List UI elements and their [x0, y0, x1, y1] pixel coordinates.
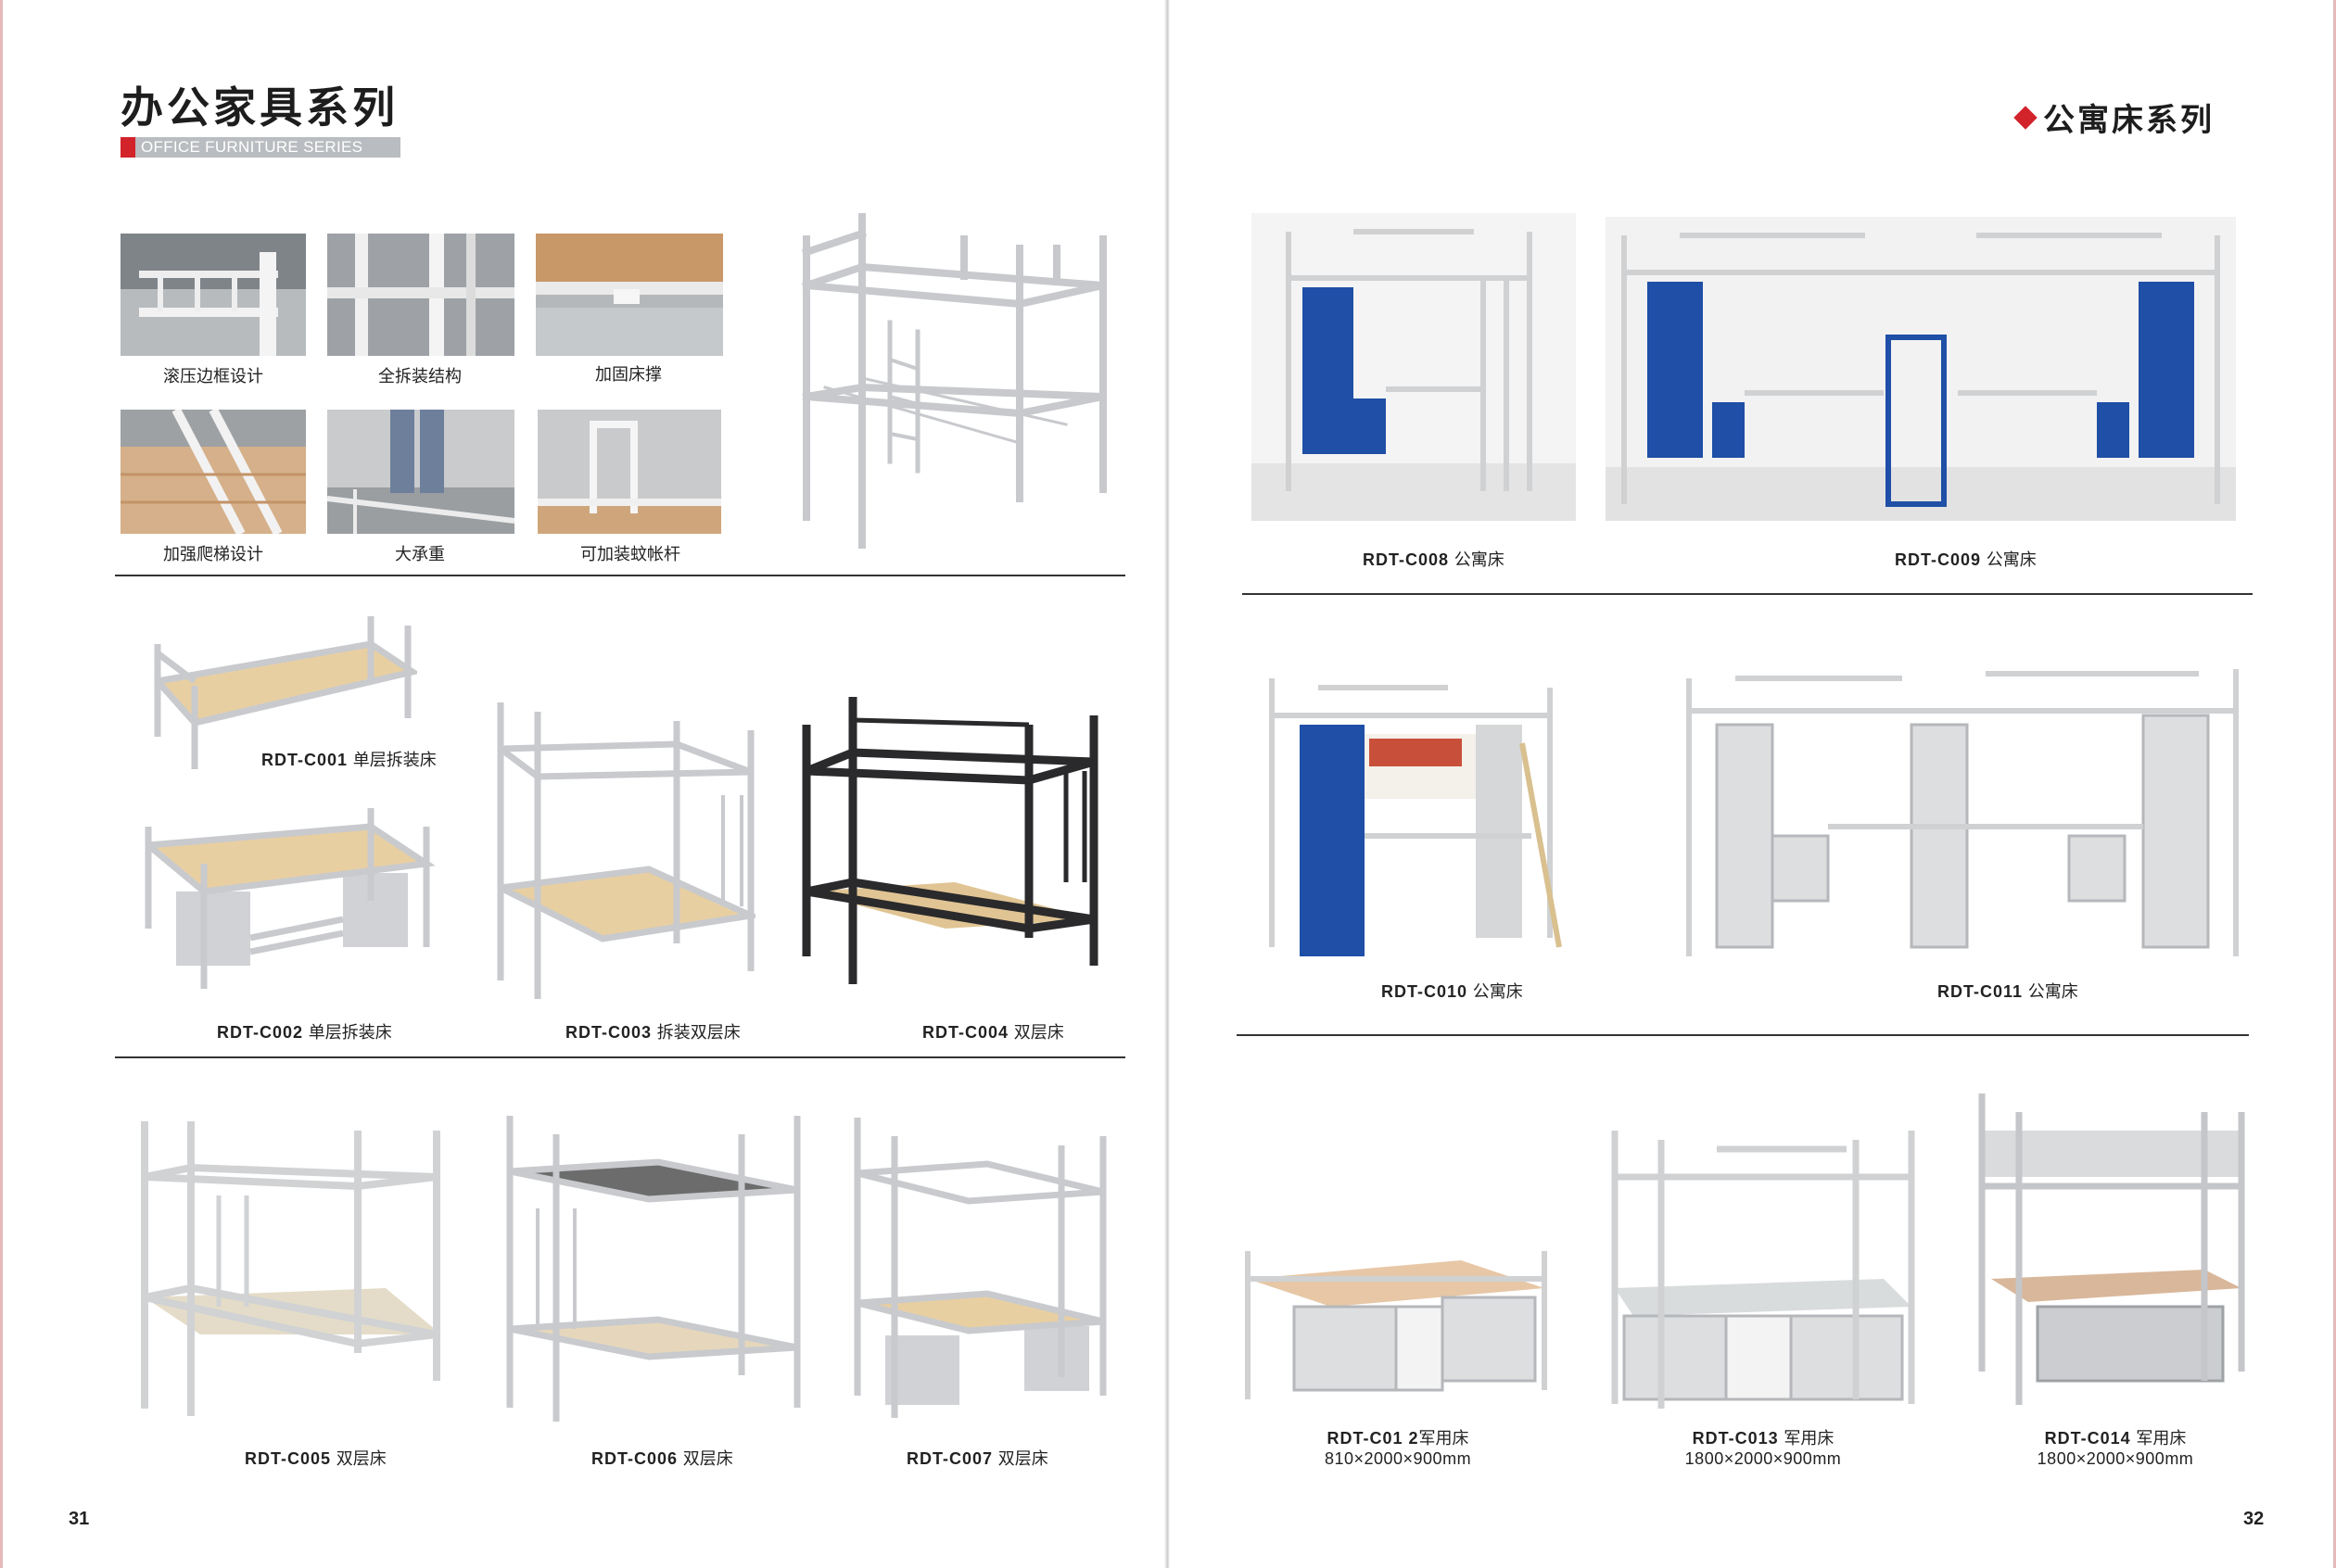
product-dimensions: 810×2000×900mm: [1324, 1449, 1472, 1468]
product-label: RDT-C011 公寓床: [1937, 982, 2078, 1002]
section-divider: [1237, 1034, 2249, 1036]
product-label: RDT-C005 双层床: [245, 1449, 387, 1469]
right-page: 公寓床系列 RDT-C008 公寓床 RDT-C009 公寓床: [1170, 0, 2336, 1568]
feature-label: 加强爬梯设计: [163, 545, 263, 564]
product-image: [1606, 1131, 1921, 1409]
feature-photo: [538, 410, 721, 534]
product-image: [1263, 669, 1568, 967]
product-image: [797, 697, 1103, 984]
page-edge: [2333, 0, 2336, 1568]
feature-label: 滚压边框设计: [163, 367, 263, 386]
feature-label: 加固床撑: [595, 365, 662, 385]
product-image: [491, 693, 755, 999]
product-label: RDT-C009 公寓床: [1895, 550, 2037, 570]
product-label: RDT-C006 双层床: [591, 1449, 733, 1469]
product-label: RDT-C007 双层床: [907, 1449, 1048, 1469]
product-image: [139, 607, 417, 774]
product-label: RDT-C003 拆装双层床: [565, 1023, 741, 1043]
section-divider: [115, 575, 1125, 576]
accent-block: [121, 137, 135, 158]
product-label: RDT-C008 公寓床: [1363, 550, 1504, 570]
feature-photo: [327, 234, 514, 356]
product-image: [501, 1116, 802, 1422]
product-image: [848, 1118, 1108, 1418]
series-title-group: 公寓床系列: [2013, 95, 2215, 140]
product-image: [1680, 660, 2264, 975]
product-label: RDT-C004 双层床: [922, 1023, 1064, 1043]
page-number: 31: [69, 1509, 90, 1529]
product-label: RDT-C010 公寓床: [1381, 982, 1523, 1002]
section-divider: [1242, 593, 2253, 595]
left-page: 办公家具系列 OFFICE FURNITURE SERIES 滚压边框设计 全拆: [0, 0, 1166, 1568]
series-subtitle-bar: OFFICE FURNITURE SERIES: [121, 137, 400, 158]
series-title: 公寓床系列: [2043, 102, 2215, 139]
product-image: [1973, 1094, 2251, 1405]
feature-label: 大承重: [395, 545, 445, 564]
product-dimensions: 1800×2000×900mm: [1684, 1449, 1842, 1468]
feature-photo: [121, 410, 306, 534]
feature-photo: [327, 410, 514, 534]
page-number: 32: [2243, 1509, 2265, 1529]
feature-photo: [536, 234, 723, 356]
product-image: [1238, 1242, 1554, 1409]
book-spine: [1164, 0, 1170, 1568]
diamond-icon: [2013, 105, 2038, 130]
feature-photo: [121, 234, 306, 356]
product-image: [126, 1121, 446, 1416]
series-subtitle: OFFICE FURNITURE SERIES: [141, 138, 363, 156]
bunk-bed-illustration: [788, 211, 1112, 550]
feature-label: 全拆装结构: [378, 367, 462, 386]
page-edge: [0, 0, 3, 1568]
product-image: [130, 808, 436, 993]
series-title: 办公家具系列: [121, 82, 399, 133]
section-divider: [115, 1056, 1125, 1058]
feature-label: 可加装蚊帐杆: [580, 545, 680, 564]
product-image: [1251, 213, 1576, 521]
product-label: RDT-C001 单层拆装床: [261, 751, 437, 770]
product-image: [1606, 217, 2236, 521]
product-label: RDT-C002 单层拆装床: [217, 1023, 392, 1043]
product-dimensions: 1800×2000×900mm: [2037, 1449, 2194, 1468]
